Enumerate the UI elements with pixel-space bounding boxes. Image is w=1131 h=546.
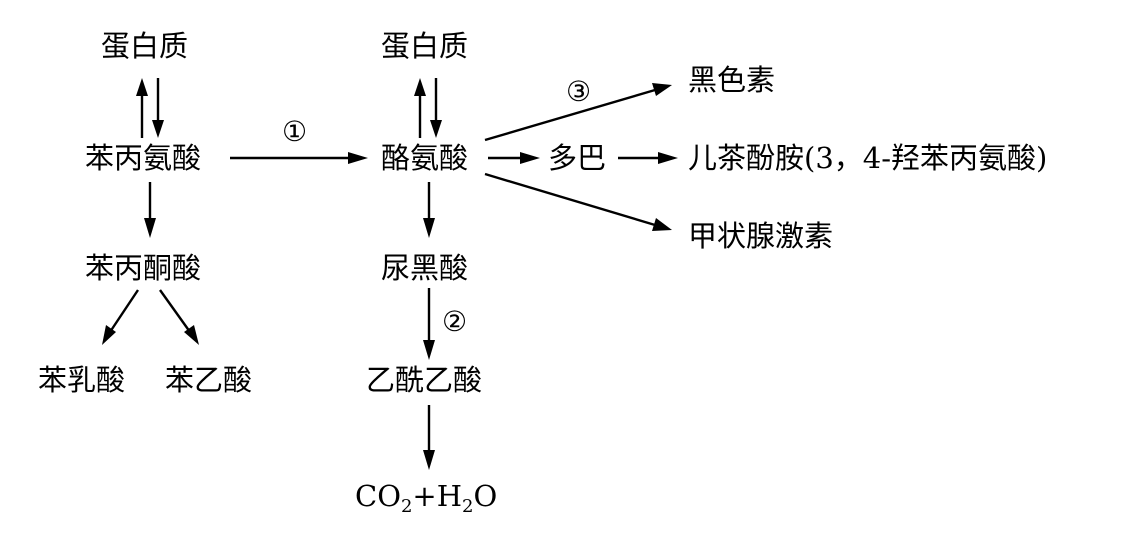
- node-phenyllactate: 苯乳酸: [38, 363, 126, 397]
- arrow-phe-to-tyr: [230, 152, 368, 164]
- node-acetoacetate: 乙酰乙酸: [366, 363, 483, 397]
- step-marker-2: ②: [442, 305, 468, 338]
- h2o-tail-text: O: [473, 479, 498, 513]
- arrow-phe-to-protein: [136, 78, 148, 138]
- arrow-tyr-to-dopa: [488, 152, 540, 164]
- node-tyrosine: 酪氨酸: [381, 141, 469, 175]
- node-phenylpyruvate: 苯丙酮酸: [85, 251, 202, 285]
- plus-h-text: +H: [412, 479, 463, 513]
- node-dopa: 多巴: [548, 141, 607, 175]
- arrow-acetoacetate-to-co2: [423, 405, 435, 470]
- node-homogentisate: 尿黑酸: [381, 251, 469, 285]
- h2o-subscript: 2: [462, 496, 474, 517]
- node-melanin: 黑色素: [688, 63, 776, 97]
- node-phenylalanine: 苯丙氨酸: [85, 141, 202, 175]
- arrow-tyr-to-protein: [414, 78, 426, 138]
- node-co2-h2o: CO2+H2O: [355, 478, 498, 517]
- node-thyroxine: 甲状腺激素: [688, 219, 834, 253]
- node-catecholamine: 儿茶酚胺(3，4-羟苯丙氨酸): [688, 141, 1048, 175]
- arrow-to-phenylacetate: [159, 289, 199, 345]
- step-marker-1: ①: [282, 115, 308, 148]
- arrow-tyr-to-melanin: [484, 83, 672, 142]
- arrow-protein-to-phe: [152, 78, 164, 138]
- arrow-tyr-to-thyroxine: [484, 172, 672, 231]
- arrow-homogentisate-to-acetoacetate: [423, 288, 435, 360]
- arrow-to-phenyllactate: [102, 289, 139, 345]
- arrow-phe-to-phenylpyruvate: [144, 182, 156, 238]
- arrow-dopa-to-catecholamine: [618, 152, 678, 164]
- step-marker-3: ③: [566, 75, 592, 108]
- node-phenylacetate: 苯乙酸: [165, 363, 253, 397]
- co2-text: CO: [355, 479, 401, 513]
- arrow-protein-to-tyr: [430, 78, 442, 138]
- node-protein-mid: 蛋白质: [381, 29, 469, 63]
- node-protein-left: 蛋白质: [101, 29, 189, 63]
- co2-subscript: 2: [400, 496, 413, 517]
- arrow-tyr-to-homogentisate: [423, 182, 435, 238]
